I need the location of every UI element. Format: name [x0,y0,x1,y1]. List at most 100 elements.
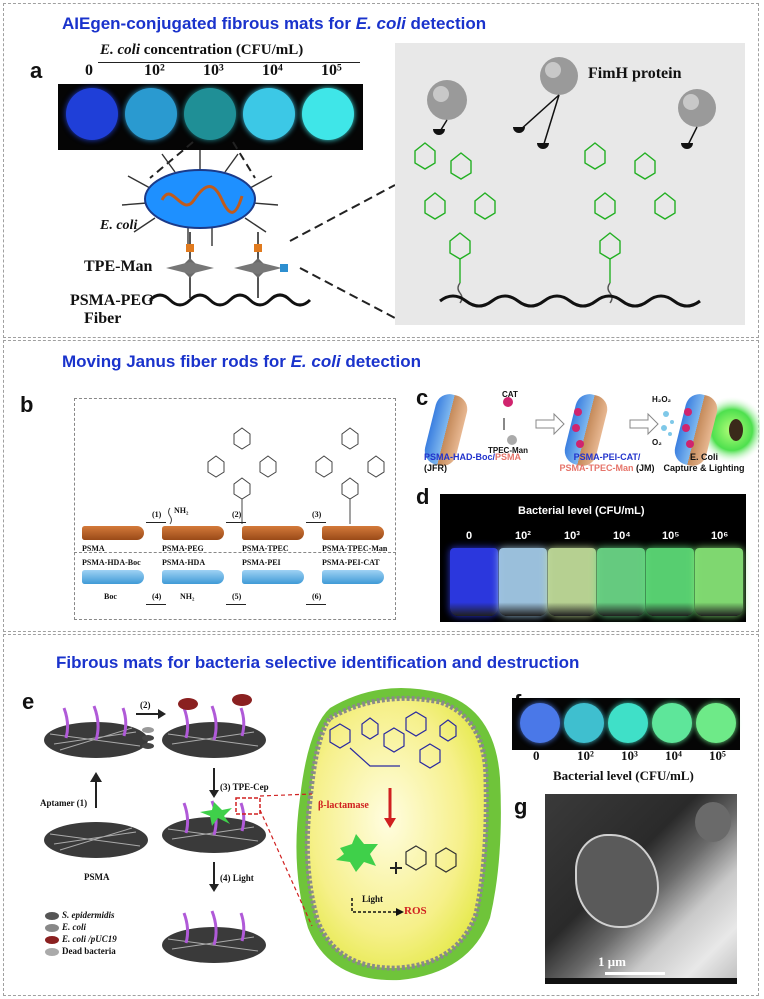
vial [499,548,547,616]
fimh-panel [395,43,745,325]
rod-label: PSMA-TPEC-Man [322,544,388,553]
arrow-head [209,790,219,798]
h2o2-label: H₂O₂ [652,395,672,404]
sem-particle [575,834,659,928]
captured-bacterium [729,419,743,441]
cell-graphic [296,688,501,981]
rod-label: PSMA-HDA [162,558,206,567]
step-arrow [146,522,166,523]
fiber-disc [162,797,266,853]
step-label: (1) [152,510,162,519]
legend-item: Dead bacteria [62,946,116,956]
f-label: 10⁵ [709,748,726,763]
ecoli-cell [121,150,279,246]
fimh-sphere [678,89,716,127]
fimh-label: FimH protein [588,65,682,82]
panel-label-c: c [416,385,429,410]
conc-label: 10⁵ [321,62,342,79]
fimh-pockets [433,127,693,149]
section-3-title: Fibrous mats for bacteria selective iden… [56,653,580,672]
aptamer-label: Aptamer (1) [40,798,88,808]
step-label: (2) [232,510,242,519]
vial [450,548,498,616]
section-2-title: Moving Janus fiber rods for E. coli dete… [62,352,421,371]
tpec-structure [168,427,385,525]
f-label: 0 [533,748,540,763]
jm-caption: PSMA-PEI-CAT/ PSMA-TPEC-Man (JM) [559,452,655,473]
vial-label: 10³ [564,530,580,542]
arrow-head [396,908,404,916]
conc-label: 0 [85,62,93,79]
f-label: 10³ [621,748,638,763]
vial [695,548,743,616]
tpe-molecule-right [584,142,676,283]
step-label: (6) [312,592,322,601]
o2-label: O₂ [652,438,662,447]
fimh-sphere [540,57,578,95]
cat-label: CAT [502,390,518,399]
tpe-man-node [166,244,214,278]
fiber-disc [162,694,266,758]
panel-e-schematic [44,694,266,963]
tpe-man-label: TPE-Man [84,258,153,275]
cephalosporin-structure [329,711,457,769]
step2-label: (2) [140,700,151,710]
zoom-line [299,267,396,319]
rod-brown [82,526,144,540]
fiber-wave-zoom [439,294,701,308]
rod-blue [162,570,224,584]
step-label: (5) [232,592,242,601]
fiber-disc [44,705,148,758]
rod-label: PSMA-HDA-Boc [82,558,141,567]
conc-dot [125,88,177,140]
f-dot [564,703,604,743]
tpe-product [336,834,378,872]
bacteria-stack [142,727,154,749]
rod-brown [322,526,384,540]
panel-label-e: e [22,689,35,714]
concentration-title: E. coli concentration (CFU/mL) [100,42,304,58]
cat-dot [503,397,517,445]
process-arrow [629,412,659,436]
step-arrow [306,604,326,605]
vial-label: 10⁶ [711,530,729,542]
concentration-underline [98,62,360,63]
scale-label: 1 μm [598,954,626,969]
rod-blue [82,570,144,584]
cell-inner [304,695,489,971]
step-label: (4) [152,592,162,601]
sem-scale-bar [605,972,665,975]
nh2-label: NH₂ [174,506,189,515]
vial-label: 10⁴ [613,530,631,542]
step-arrow [226,522,246,523]
dna-strand [160,185,244,214]
fiber-label-1: PSMA-PEG [70,292,154,309]
f-dot [608,703,648,743]
vial-label: 0 [466,530,473,542]
f-label: 10² [577,748,594,763]
ecoli-body [144,169,256,229]
sem-particle [695,802,731,842]
fiber-disc [44,822,148,858]
section-1-title: AIEgen-conjugated fibrous mats for E. co… [62,14,487,33]
molecule-tethers [457,282,613,304]
section-1-frame [3,3,759,338]
fimh-sphere [427,80,467,120]
legend-item: S. epidermidis [62,910,115,920]
vial [548,548,596,616]
panel-label-d: d [416,484,430,509]
rod-blue [242,570,304,584]
cat-dots [682,408,694,448]
ecoli-label: E. coli [100,218,138,233]
panel-b-structures [168,427,385,525]
vial [597,548,645,616]
sem-info-strip [545,978,737,984]
zoom-line [289,184,396,242]
rod-blue [322,570,384,584]
plus-sign [390,862,402,874]
step-label: (3) [312,510,322,519]
lactamase-label: β-lactamase [318,800,369,811]
arrow-head [90,772,102,782]
